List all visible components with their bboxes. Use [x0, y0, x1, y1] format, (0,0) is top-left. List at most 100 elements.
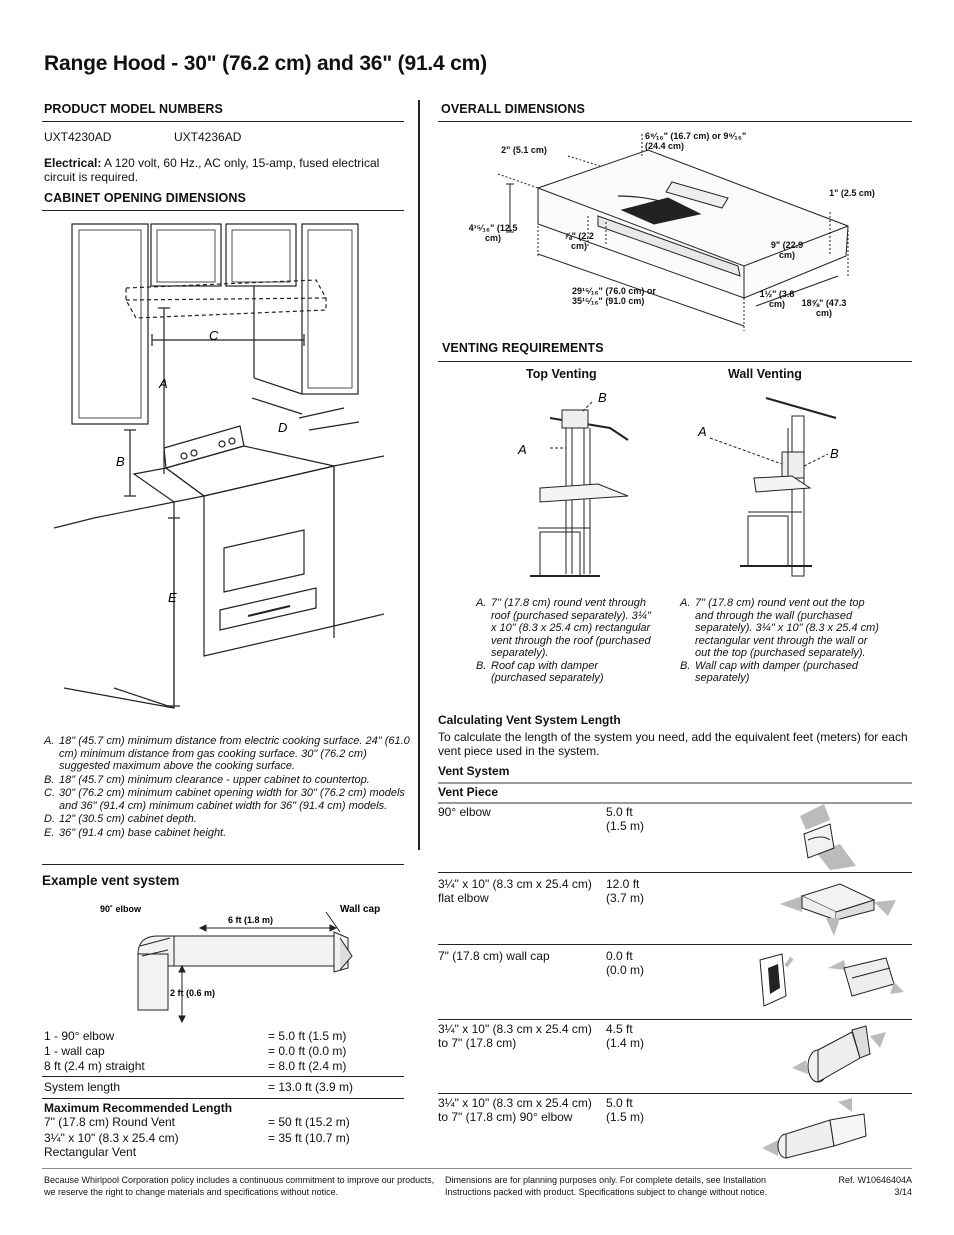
column-divider — [418, 100, 420, 850]
example-value: = 0.0 ft (0.0 m) — [268, 1044, 347, 1058]
wall-venting-notes: A. 7" (17.8 cm) round vent out the top an… — [680, 597, 880, 685]
divider — [438, 944, 912, 945]
model-number-1: UXT4230AD — [44, 130, 112, 144]
vent-piece-value: 4.5 ft (1.4 m) — [606, 1022, 645, 1050]
dim-width: 29¹⁵⁄₁₆" (76.0 cm) or 35¹⁵⁄₁₆" (91.0 cm) — [572, 286, 656, 306]
electrical-requirement: Electrical: A 120 volt, 60 Hz., AC only,… — [44, 156, 406, 184]
note-letter: A. — [44, 735, 55, 747]
note-text: 7" (17.8 cm) round vent through roof (pu… — [491, 597, 651, 659]
vent-piece-row: 90° elbow 5.0 ft (1.5 m) — [438, 805, 912, 871]
divider — [42, 864, 404, 865]
wall-cap-label: Wall cap — [340, 904, 380, 915]
system-length-label: System length — [44, 1080, 121, 1094]
max-item: 3¼" x 10" (8.3 x 25.4 cm) Rectangular Ve… — [44, 1131, 179, 1159]
vent-piece-name: 3¼" x 10" (8.3 cm x 25.4 cm) to 7" (17.8… — [438, 1096, 592, 1124]
vent-system-label: Vent System — [438, 764, 510, 778]
upper-cabinet-mid-left — [150, 223, 222, 287]
example-vent-heading: Example vent system — [42, 873, 180, 888]
footer-date: 3/14 — [894, 1187, 912, 1197]
cabinet-opening-illustration: C A B D E — [53, 223, 385, 709]
vertical-pipe — [137, 953, 169, 1011]
transition-icon — [792, 1025, 886, 1083]
top-venting-notes: A. 7" (17.8 cm) round vent through roof (… — [476, 597, 656, 685]
page-title: Range Hood - 30" (76.2 cm) and 36" (91.4… — [44, 52, 487, 75]
electrical-text: A 120 volt, 60 Hz., AC only, 15-amp, fus… — [44, 156, 380, 184]
elbow-vent-icon — [800, 804, 856, 870]
note-letter: C. — [44, 787, 55, 799]
note-text: 12" (30.5 cm) cabinet depth. — [59, 813, 197, 825]
note-letter: B. — [44, 773, 55, 786]
dim-one-inch: 1" (2.5 cm) — [829, 188, 875, 198]
upper-cabinet-right — [301, 223, 359, 395]
vent-piece-value: 12.0 ft (3.7 m) — [606, 877, 645, 905]
divider — [438, 1093, 912, 1094]
note-text: 30" (76.2 cm) minimum cabinet opening wi… — [59, 787, 405, 812]
divider — [438, 121, 912, 122]
note-text: Wall cap with damper (purchased separate… — [695, 659, 859, 685]
max-item: 7" (17.8 cm) Round Vent — [44, 1115, 175, 1129]
example-value: = 5.0 ft (1.5 m) — [268, 1029, 347, 1043]
dim-top: 6⁹⁄₁₆" (16.7 cm) or 9⁹⁄₁₆" (24.4 cm) — [645, 131, 747, 151]
run-label: 6 ft (1.8 m) — [228, 915, 273, 925]
note-text: 7" (17.8 cm) round vent out the top and … — [695, 597, 879, 659]
divider — [438, 872, 912, 873]
calc-text: To calculate the length of the system yo… — [438, 730, 908, 758]
vent-piece-name: 3¼" x 10" (8.3 cm x 25.4 cm) to 7" (17.8… — [438, 1022, 592, 1050]
divider — [438, 802, 912, 804]
elbow-label: 90˚ elbow — [100, 904, 142, 914]
example-item: 1 - 90° elbow — [44, 1029, 115, 1043]
note-letter: D. — [44, 813, 55, 825]
vent-piece-row: 3¼" x 10" (8.3 cm x 25.4 cm) to 7" (17.8… — [438, 1096, 912, 1162]
flat-elbow-icon — [780, 883, 896, 936]
vent-piece-name: 90° elbow — [438, 805, 491, 819]
wall-cap-icon — [759, 953, 904, 1007]
hood-body — [537, 149, 849, 299]
calc-heading: Calculating Vent System Length — [438, 713, 621, 727]
note-letter: A. — [680, 597, 691, 609]
vent-piece-label: Vent Piece — [438, 785, 499, 799]
divider — [438, 1019, 912, 1020]
dim-letter-c: C — [209, 328, 219, 343]
transition-elbow-icon — [762, 1098, 867, 1159]
divider — [42, 121, 404, 122]
product-model-heading: PRODUCT MODEL NUMBERS — [44, 102, 223, 116]
max-length-heading: Maximum Recommended Length — [44, 1101, 233, 1115]
divider — [438, 782, 912, 784]
note-text: 36" (91.4 cm) base cabinet height. — [59, 826, 227, 839]
cabinet-notes: A. 18" (45.7 cm) minimum distance from el… — [44, 735, 416, 839]
range-hood-dimension-drawing — [497, 134, 849, 331]
max-value: = 50 ft (15.2 m) — [268, 1115, 350, 1129]
vent-piece-name: 3¼" x 10" (8.3 cm x 25.4 cm) flat elbow — [438, 877, 592, 905]
max-value: = 35 ft (10.7 m) — [268, 1131, 350, 1145]
note-letter: E. — [44, 826, 55, 839]
top-letter-a: A — [517, 442, 527, 457]
note-text: 18" (45.7 cm) minimum distance from elec… — [59, 735, 410, 772]
vent-piece-row: 3¼" x 10" (8.3 cm x 25.4 cm) to 7" (17.8… — [438, 1022, 912, 1088]
vent-piece-value: 5.0 ft (1.5 m) — [606, 1096, 645, 1124]
example-item: 1 - wall cap — [44, 1044, 105, 1058]
vent-piece-value: 0.0 ft (0.0 m) — [606, 949, 645, 977]
divider — [42, 210, 404, 211]
dim-nine-inch: 9" (22.9 cm) — [770, 240, 804, 260]
dim-depth: 18⅝" (47.3 cm) — [801, 298, 847, 318]
top-venting-title: Top Venting — [526, 367, 597, 381]
vent-piece-row: 7" (17.8 cm) wall cap 0.0 ft (0.0 m) — [438, 949, 912, 1015]
upper-cabinet-left — [71, 223, 149, 425]
top-venting-drawing: A B — [517, 390, 629, 577]
footer-ref-number: Ref. W10646404A — [838, 1175, 912, 1185]
dim-one-half: 1½" (3.8 cm) — [759, 289, 795, 309]
note-text: Roof cap with damper (purchased separate… — [491, 659, 604, 685]
dim-two-inch: 2" (5.1 cm) — [501, 145, 547, 155]
wall-venting-drawing: A B — [697, 397, 839, 577]
venting-heading: VENTING REQUIREMENTS — [442, 341, 604, 355]
overall-dimensions-heading: OVERALL DIMENSIONS — [441, 102, 585, 116]
vent-piece-name: 7" (17.8 cm) wall cap — [438, 949, 550, 963]
divider — [42, 1076, 404, 1077]
divider — [438, 361, 912, 362]
example-vent-diagram: 90˚ elbow 6 ft (1.8 m) Wall cap 2 ft (0.… — [100, 904, 380, 1024]
cabinet-heading: CABINET OPENING DIMENSIONS — [44, 191, 246, 205]
note-letter: A. — [476, 597, 487, 609]
wall-letter-b: B — [830, 446, 839, 461]
system-length-value: = 13.0 ft (3.9 m) — [268, 1080, 354, 1094]
wall-venting-title: Wall Venting — [728, 367, 802, 381]
